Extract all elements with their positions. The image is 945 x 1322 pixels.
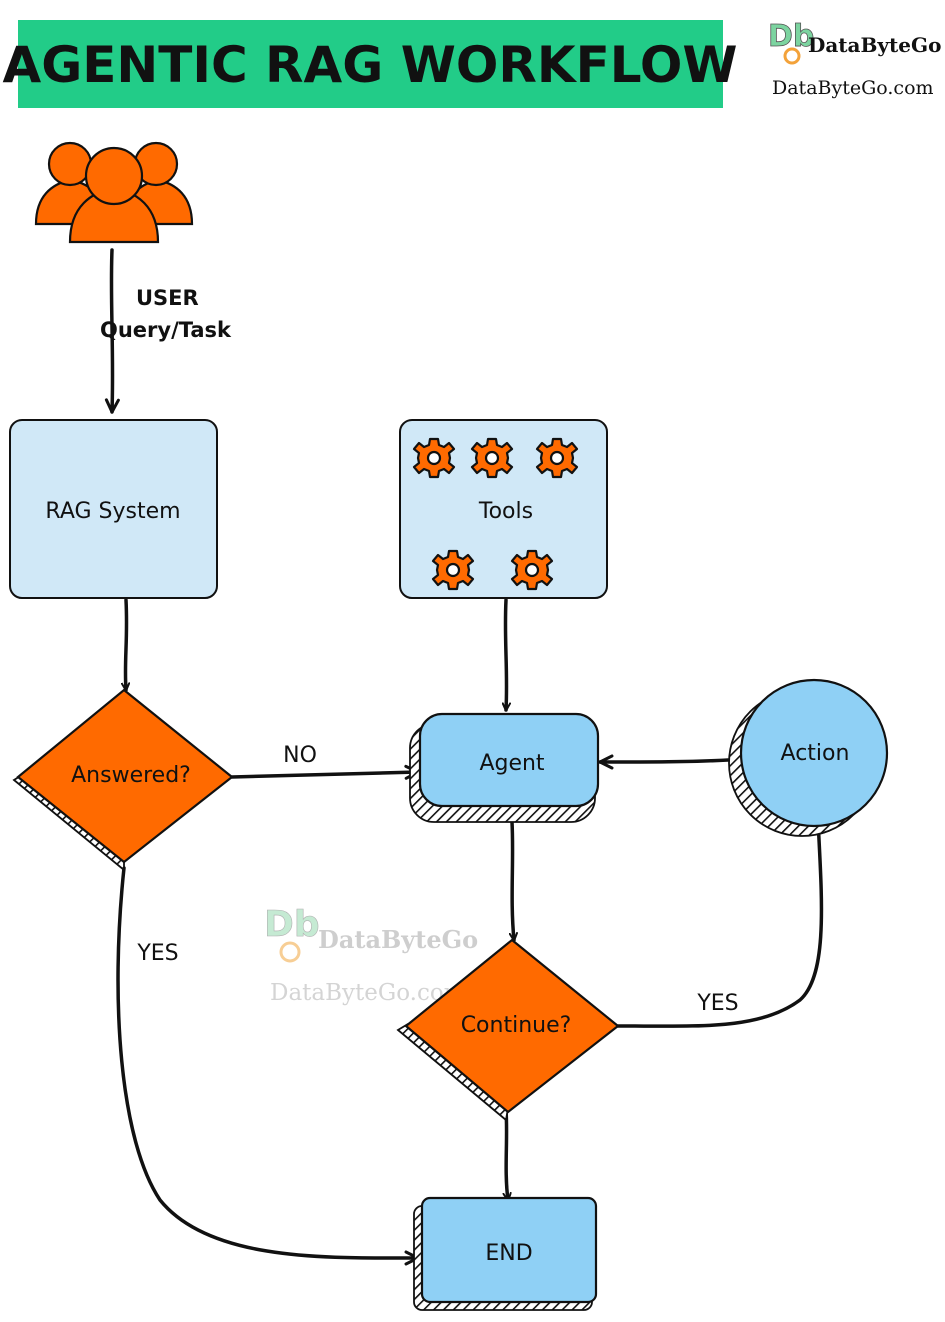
node-continue-decision: Continue? — [396, 938, 620, 1122]
watermark: Db DataByteGo DataByteGo.com — [264, 904, 478, 1006]
gear-icon — [535, 437, 579, 479]
edge-answered-no-to-agent — [230, 764, 420, 780]
edge-tools-to-agent — [505, 598, 506, 712]
edge-label-continue-yes: YES — [696, 991, 738, 1016]
gear-icon — [431, 549, 475, 591]
edge-label-answered-yes: YES — [136, 941, 178, 966]
node-action: Action — [728, 678, 889, 837]
edge-rag-to-answered — [125, 598, 126, 692]
edge-label-no: NO — [283, 743, 317, 768]
user-label-line1: USER — [136, 286, 199, 310]
gear-icon — [470, 437, 514, 479]
node-agent: Agent — [409, 712, 600, 823]
watermark-swirl-icon — [279, 941, 301, 963]
node-tools-label: Tools — [478, 499, 533, 524]
node-answered-decision: Answered? — [12, 688, 234, 872]
title-banner: AGENTIC RAG WORKFLOW — [3, 20, 738, 108]
node-end-label: END — [485, 1241, 532, 1266]
node-agent-label: Agent — [479, 751, 544, 776]
page-title: AGENTIC RAG WORKFLOW — [3, 36, 738, 94]
watermark-url: DataByteGo.com — [270, 980, 466, 1006]
edge-action-to-agent — [598, 754, 730, 770]
user-label-line2: Query/Task — [100, 318, 232, 342]
node-action-label: Action — [781, 741, 850, 766]
brand-name: DataByteGo — [808, 33, 941, 57]
edges — [104, 248, 827, 1266]
edge-continue-yes-to-action — [616, 818, 827, 1028]
gear-icon — [510, 549, 554, 591]
edge-answered-yes-to-end — [116, 866, 420, 1266]
brand-logo: Db DataByteGo DataByteGo.com — [768, 19, 942, 99]
node-answered-label: Answered? — [71, 763, 191, 788]
logo-swirl-icon — [783, 47, 801, 65]
logo-letters: Db — [768, 19, 814, 54]
edge-user-to-rag — [104, 248, 120, 414]
users-group-icon — [34, 141, 194, 244]
node-continue-label: Continue? — [461, 1013, 572, 1038]
watermark-logo-letters: Db — [264, 904, 320, 945]
edge-agent-to-continue — [512, 820, 514, 942]
node-end: END — [413, 1196, 598, 1311]
node-tools: Tools — [399, 419, 608, 599]
node-rag-system-label: RAG System — [45, 499, 180, 524]
edge-continue-to-end — [506, 1108, 508, 1202]
node-rag-system: RAG System — [9, 419, 218, 599]
brand-url: DataByteGo.com — [772, 77, 934, 99]
watermark-name: DataByteGo — [318, 925, 478, 954]
gear-icon — [412, 437, 456, 479]
